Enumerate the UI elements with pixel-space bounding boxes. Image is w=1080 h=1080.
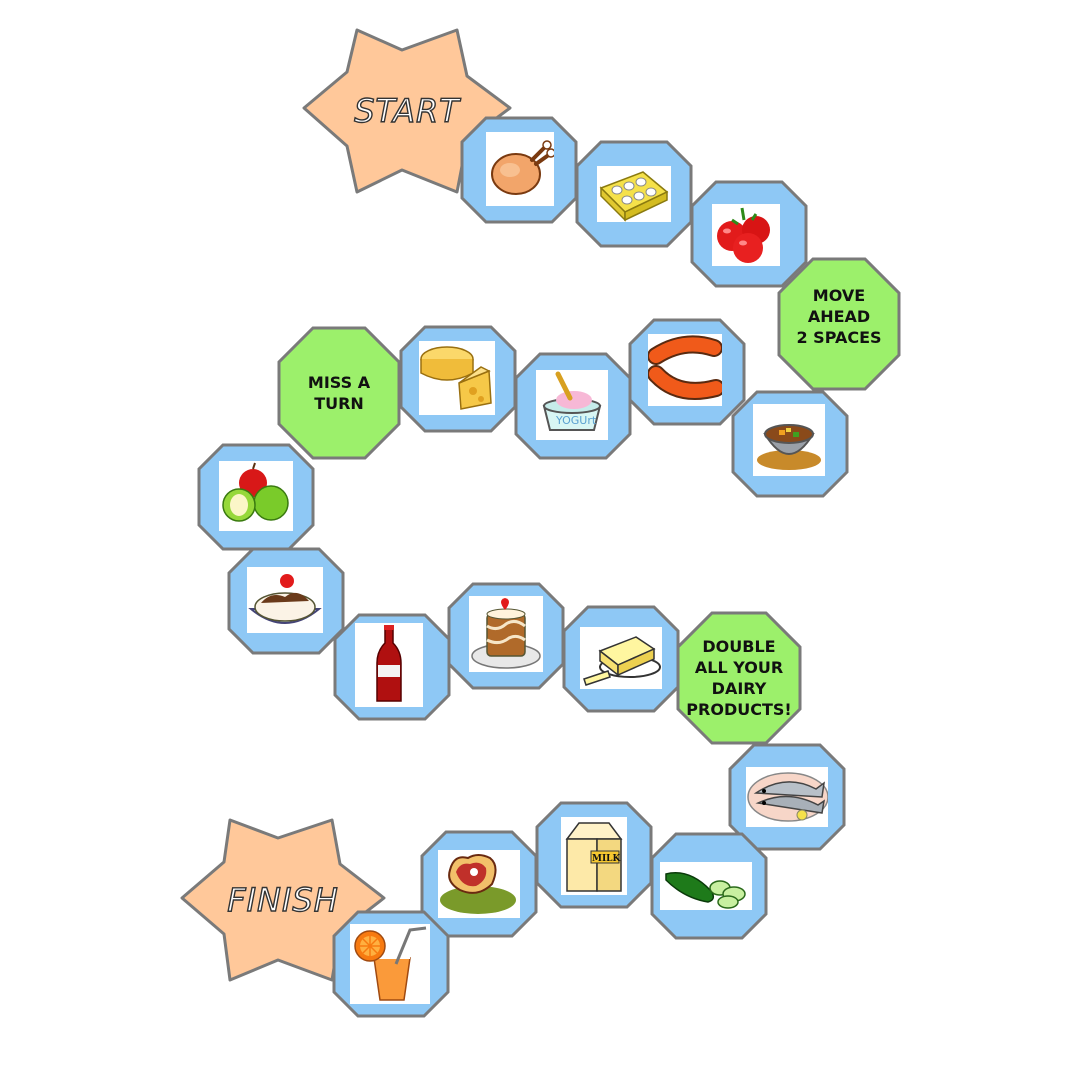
board-space-tomatoes[interactable] (690, 180, 808, 288)
butter-icon (583, 636, 661, 686)
svg-text:MILK: MILK (592, 854, 622, 864)
apples-icon (222, 462, 289, 522)
board-space-ice-cream-sundae[interactable] (227, 547, 345, 655)
yogurt-icon: YOGUrt (542, 371, 602, 431)
svg-text:YOGUrt: YOGUrt (555, 414, 597, 427)
move-ahead-2-spaces-space[interactable]: MOVE AHEAD 2 SPACES (777, 257, 901, 391)
double-dairy-products-space[interactable]: DOUBLE ALL YOUR DAIRY PRODUCTS! (676, 611, 802, 745)
eggs-icon (599, 171, 669, 222)
board-space-apples[interactable] (197, 443, 315, 551)
double-dairy-label: DOUBLE ALL YOUR DAIRY PRODUCTS! (686, 637, 792, 719)
board-space-cucumber[interactable] (650, 832, 768, 940)
orange-juice-icon (354, 926, 427, 1001)
fish-icon (747, 772, 829, 822)
board-space-cola-bottle[interactable] (333, 613, 451, 721)
start-label: START (354, 91, 460, 130)
board-space-steak[interactable] (420, 830, 538, 938)
stew-icon (757, 424, 821, 470)
start-star-shape (302, 28, 512, 194)
board-space-orange-juice[interactable] (332, 910, 450, 1018)
board-space-fish[interactable] (728, 743, 846, 851)
board-space-eggs[interactable] (575, 140, 693, 248)
cucumber-icon (665, 872, 746, 909)
milk-carton-icon: MILK (565, 822, 623, 892)
board-space-cheese[interactable] (399, 325, 517, 433)
tomatoes-icon (717, 207, 770, 263)
steak-icon (440, 854, 516, 914)
sausages-icon (647, 335, 725, 400)
cola-bottle-icon (376, 625, 402, 702)
cake-icon (471, 598, 541, 669)
board-space-chicken[interactable] (460, 116, 578, 224)
board-space-sausages[interactable] (628, 318, 746, 426)
cheese-icon (420, 346, 492, 410)
ice-cream-sundae-icon (248, 574, 322, 624)
miss-a-turn-space[interactable]: MISS A TURN (277, 326, 401, 460)
board-space-cake[interactable] (447, 582, 565, 690)
move-ahead-label: MOVE AHEAD 2 SPACES (796, 285, 882, 347)
start-space[interactable]: START (302, 28, 512, 194)
board-space-stew[interactable] (731, 390, 849, 498)
chicken-icon (491, 140, 556, 195)
board-space-yogurt[interactable]: YOGUrt (514, 352, 632, 460)
board-space-butter[interactable] (562, 605, 680, 713)
miss-a-turn-label: MISS A TURN (307, 373, 371, 413)
board-space-milk-carton[interactable]: MILK (535, 801, 653, 909)
finish-label: FINISH (227, 880, 339, 919)
